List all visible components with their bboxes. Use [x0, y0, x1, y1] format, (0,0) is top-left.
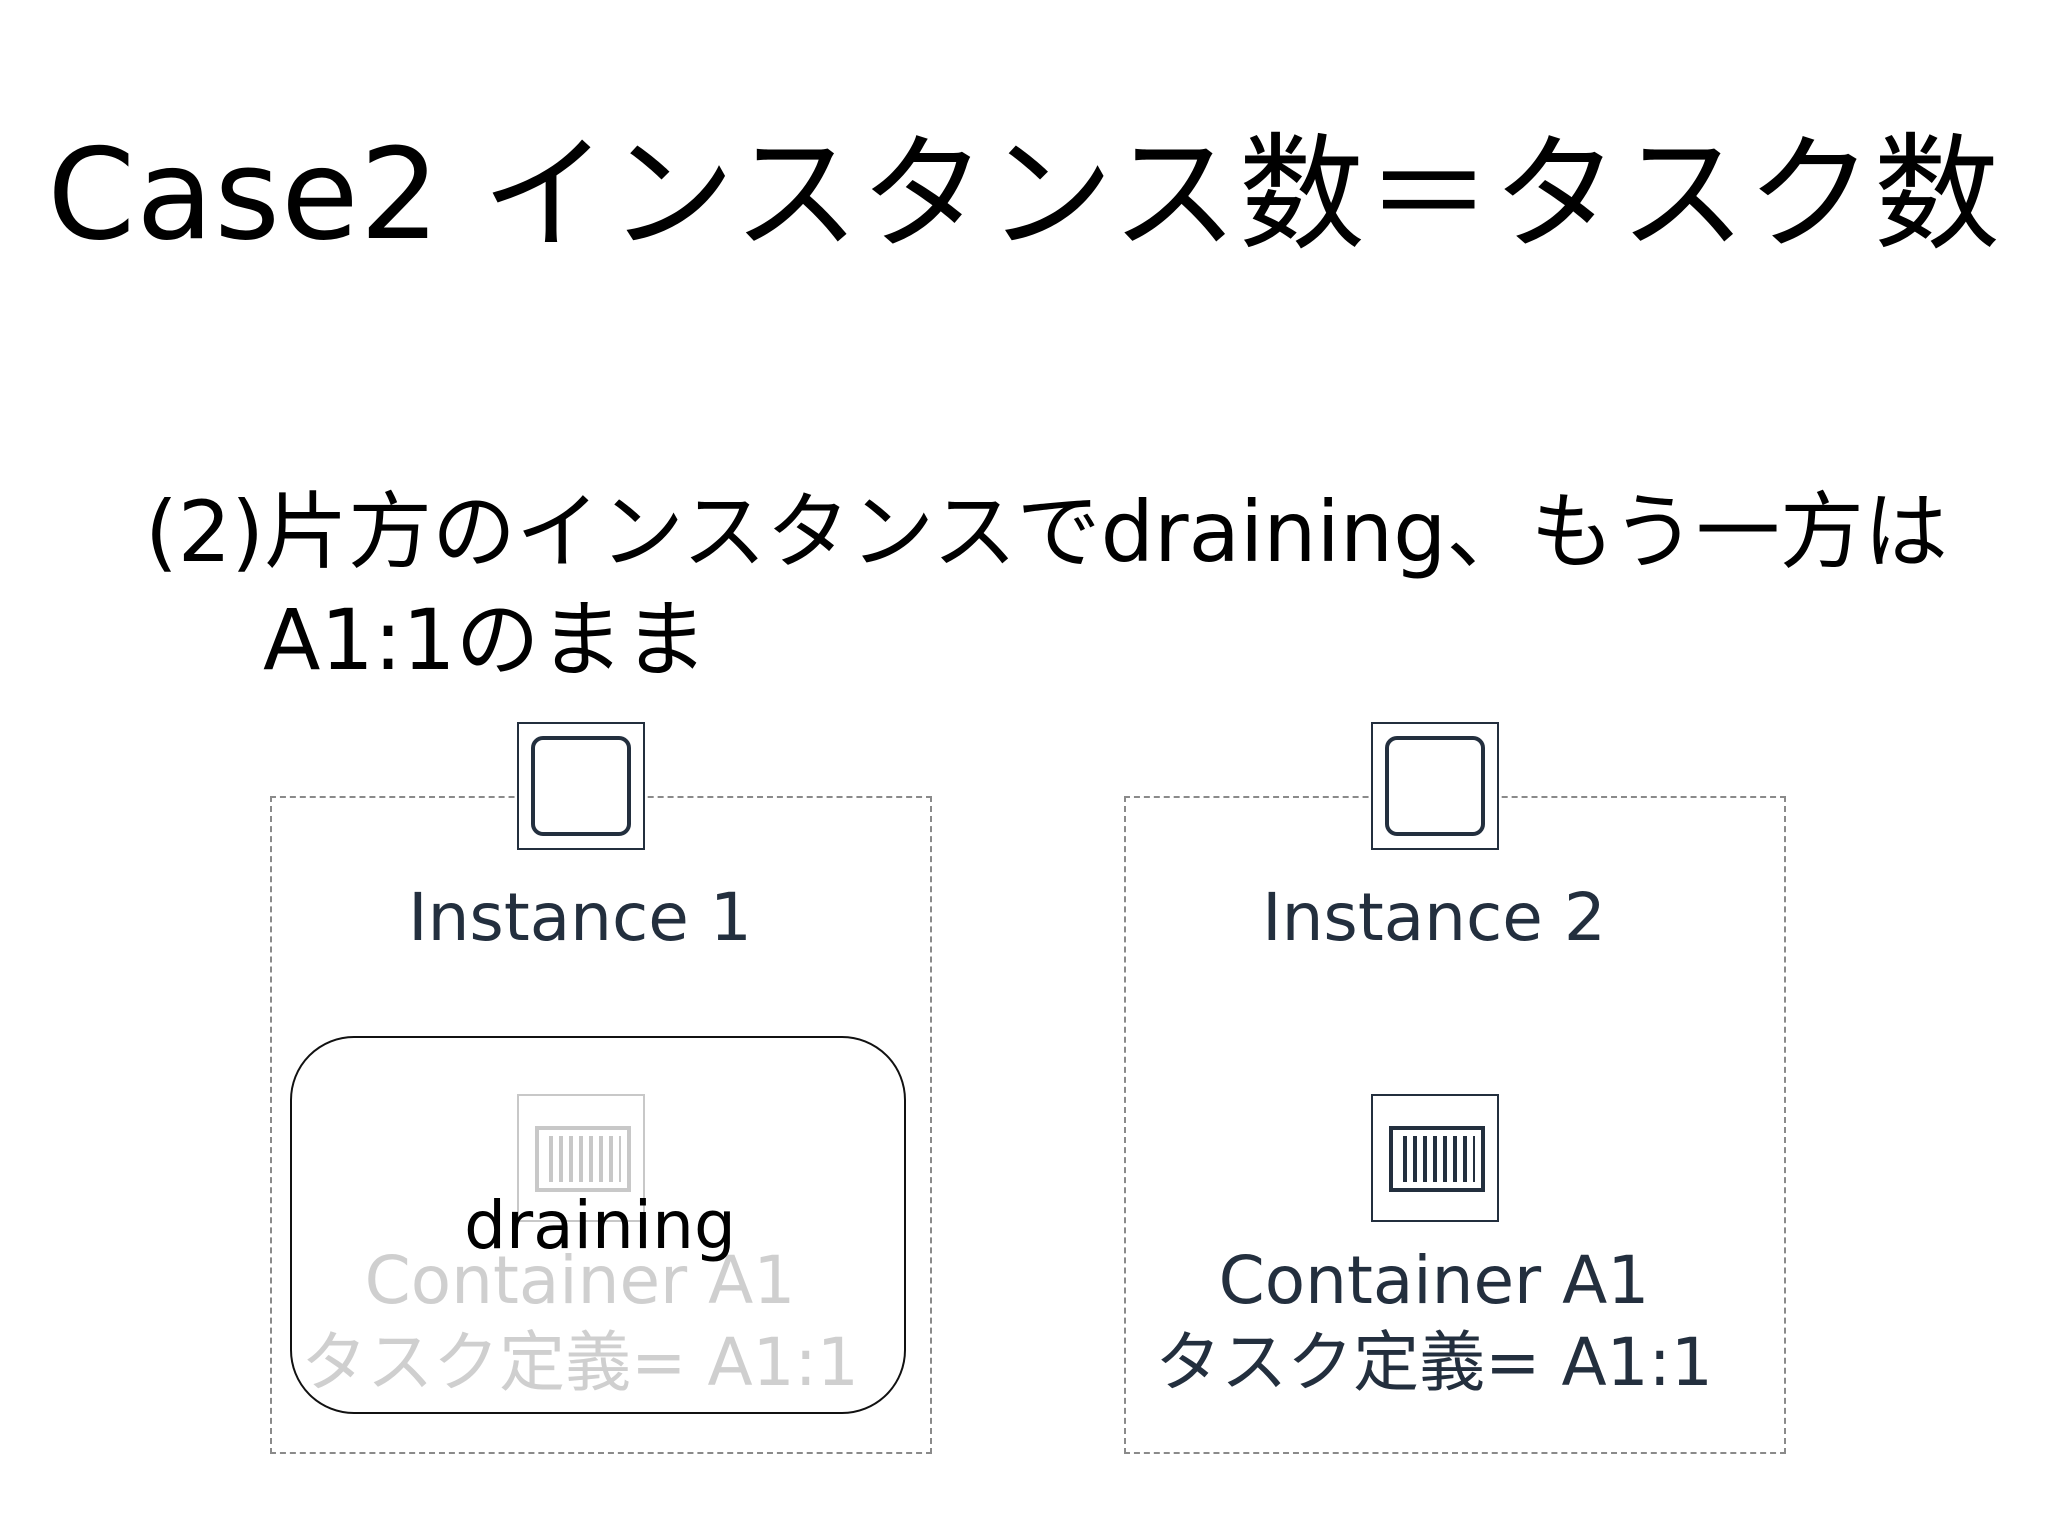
instance-2-container-label: Container A1 タスク定義= A1:1: [1134, 1240, 1734, 1404]
container-name: Container A1: [1218, 1242, 1650, 1319]
task-definition: タスク定義= A1:1: [1155, 1324, 1713, 1401]
draining-frame: [290, 1036, 906, 1414]
instance-2-label: Instance 2: [1262, 879, 1606, 956]
subtitle-line-2: A1:1のまま: [263, 591, 708, 689]
draining-label: draining: [464, 1187, 736, 1264]
container-name: Container A1: [364, 1242, 796, 1319]
container-icon: [517, 1094, 645, 1222]
instance-1-label: Instance 1: [408, 879, 752, 956]
slide-subtitle: (2)片方のインスタンスでdraining、もう一方は A1:1のまま: [145, 478, 1948, 694]
slide-title: Case2 インスタンス数＝タスク数: [47, 121, 2001, 268]
ec2-instance-icon: [517, 722, 645, 850]
container-icon: [1371, 1094, 1499, 1222]
subtitle-line-1: (2)片方のインスタンスでdraining、もう一方は: [145, 483, 1948, 581]
instance-1-container-label: Container A1 タスク定義= A1:1: [280, 1240, 880, 1404]
task-definition: タスク定義= A1:1: [301, 1324, 859, 1401]
ec2-instance-icon: [1371, 722, 1499, 850]
